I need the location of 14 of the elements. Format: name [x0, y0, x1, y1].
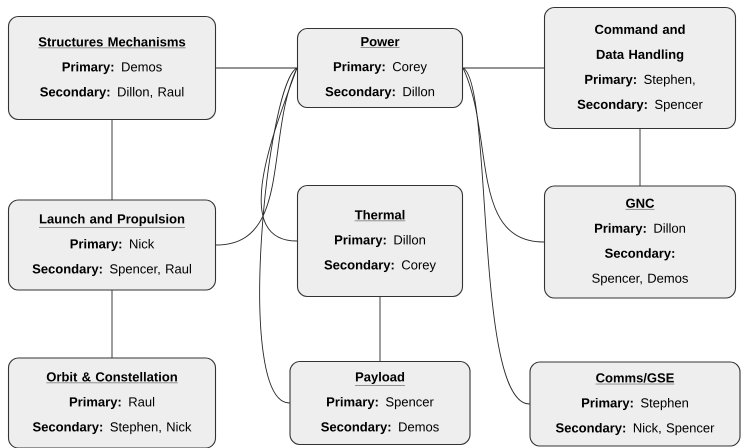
connector-line — [260, 68, 298, 242]
role-box: GNC Primary: Dillon Secondary: Spencer, Demos — [544, 185, 736, 299]
connector-line — [259, 68, 298, 404]
role-box: Launch and Propulsion Primary: Nick Secondary: Spencer, Raul — [8, 199, 216, 291]
role-box: Comms/GSE Primary: Stephen Secondary: Nick, Spencer — [529, 361, 741, 447]
connector-line — [462, 68, 544, 242]
role-box: Thermal Primary: Dillon Secondary: Corey — [296, 184, 464, 298]
role-box: Command and Data Handling Primary: Stephen, Secondary: Spencer — [544, 6, 736, 130]
role-box: Payload Primary: Spencer Secondary: Demos — [289, 360, 471, 446]
connector-line — [462, 68, 530, 404]
connector-line — [216, 68, 298, 246]
role-box: Structures Mechanisms Primary: Demos Secondary: Dillon, Raul — [8, 16, 216, 120]
role-box: Orbit & Constellation Primary: Raul Secondary: Stephen, Nick — [8, 357, 216, 448]
role-box: Power Primary: Corey Secondary: Dillon — [296, 28, 464, 108]
